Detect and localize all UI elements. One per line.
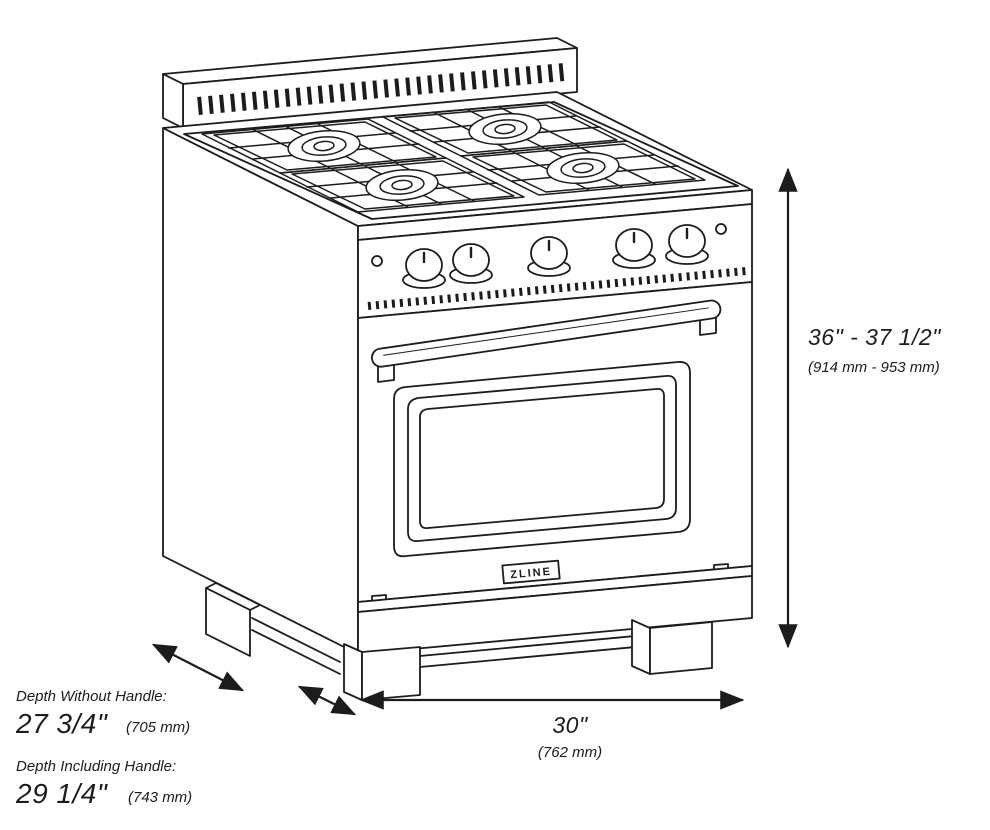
burner-grates <box>201 101 706 213</box>
control-knob <box>611 227 657 270</box>
kick-panel <box>357 565 753 655</box>
cooktop-surface <box>162 91 753 241</box>
indicator-light-left <box>371 255 383 267</box>
depth-including-handle-value: 29 1/4" <box>15 778 108 809</box>
oven-door: ZLINE <box>357 281 753 606</box>
range-drawing: ZLINE <box>162 37 753 701</box>
depth-without-handle-value: 27 3/4" <box>15 708 108 739</box>
control-knob <box>402 248 446 289</box>
depth-without-handle-label: Depth Without Handle: <box>16 688 167 705</box>
width-value: 30" <box>552 712 589 738</box>
depth-without-handle-metric: (705 mm) <box>126 719 190 736</box>
depth-including-handle-label: Depth Including Handle: <box>16 758 176 775</box>
burner <box>365 168 439 202</box>
depth-including-handle-metric: (743 mm) <box>128 789 192 806</box>
control-panel <box>357 203 753 319</box>
control-knob <box>526 235 572 278</box>
oven-handle <box>371 299 722 383</box>
depth-without-handle-arrow <box>151 643 245 692</box>
height-metric: (914 mm - 953 mm) <box>808 359 940 376</box>
zline-badge: ZLINE <box>501 559 561 585</box>
grate-section <box>279 157 525 213</box>
zline-logo-text: ZLINE <box>510 566 553 582</box>
width-metric: (762 mm) <box>538 744 602 761</box>
rear-vent-rail <box>162 37 578 129</box>
foot-left <box>205 582 261 657</box>
base-and-feet <box>205 582 713 701</box>
dimension-labels: 36" - 37 1/2" (914 mm - 953 mm) 30" (762… <box>15 324 942 809</box>
control-knob <box>448 242 494 285</box>
foot-front-left <box>343 643 421 701</box>
foot-front-right <box>631 619 713 675</box>
control-knob <box>664 223 710 266</box>
oven-window <box>393 361 691 558</box>
depth-including-handle-arrow <box>297 685 357 716</box>
dimension-annotations <box>151 167 798 716</box>
indicator-light-right <box>715 223 727 235</box>
height-value: 36" - 37 1/2" <box>808 324 942 350</box>
